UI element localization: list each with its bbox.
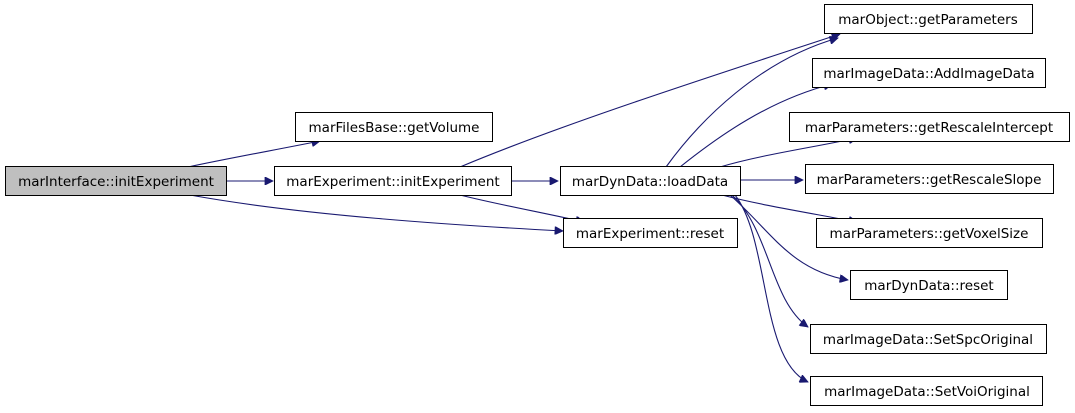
node-box (824, 4, 1033, 34)
edge-load-to-rescale-intercept (719, 138, 857, 168)
node-mar-object-get-parameters[interactable]: marObject::getParameters (824, 4, 1033, 34)
edge-load-to-voxel-size (721, 194, 857, 222)
nodes: marInterface::initExperiment marFilesBas… (5, 4, 1070, 406)
node-box (810, 324, 1047, 354)
node-box (563, 218, 738, 248)
node-mar-files-base-get-volume[interactable]: marFilesBase::getVolume (295, 112, 493, 142)
node-label: marParameters::getRescaleSlope (817, 172, 1042, 188)
node-label: marParameters::getRescaleIntercept (805, 120, 1053, 136)
node-box (274, 166, 512, 196)
node-box (812, 58, 1046, 88)
node-label: marDynData::loadData (572, 174, 728, 190)
node-label: marImageData::AddImageData (823, 66, 1034, 82)
node-mar-image-data-set-voi-original[interactable]: marImageData::SetVoiOriginal (810, 376, 1043, 406)
edge-init-to-exp-reset (459, 194, 584, 222)
node-box (560, 166, 741, 196)
node-mar-image-data-add-image-data[interactable]: marImageData::AddImageData (812, 58, 1046, 88)
node-mar-experiment-reset[interactable]: marExperiment::reset (563, 218, 738, 248)
node-mar-dyn-data-load-data[interactable]: marDynData::loadData (560, 166, 741, 196)
edge-root-to-get-volume (187, 141, 320, 168)
node-label: marImageData::SetSpcOriginal (823, 332, 1033, 348)
node-label: marParameters::getVoxelSize (830, 226, 1029, 242)
node-box (810, 376, 1043, 406)
edge-load-to-spc-original (731, 194, 808, 327)
node-label: marExperiment::reset (576, 226, 724, 242)
edges (187, 34, 857, 382)
node-label: marImageData::SetVoiOriginal (824, 384, 1030, 400)
node-mar-experiment-init-experiment[interactable]: marExperiment::initExperiment (274, 166, 512, 196)
node-label: marInterface::initExperiment (18, 174, 214, 190)
node-mar-image-data-set-spc-original[interactable]: marImageData::SetSpcOriginal (810, 324, 1047, 354)
node-label: marFilesBase::getVolume (309, 120, 480, 136)
node-label: marDynData::reset (864, 278, 993, 294)
edge-root-to-exp-reset (189, 194, 563, 231)
node-mar-parameters-get-voxel-size[interactable]: marParameters::getVoxelSize (816, 218, 1043, 248)
node-box (789, 112, 1070, 142)
node-mar-dyn-data-reset[interactable]: marDynData::reset (850, 270, 1008, 300)
node-box (5, 166, 227, 196)
edge-load-to-voi-original (734, 194, 808, 382)
edge-load-to-add-image-data (679, 84, 832, 168)
node-box (295, 112, 493, 142)
node-box (850, 270, 1008, 300)
node-box (816, 218, 1043, 248)
edge-init-to-get-parameters (459, 34, 840, 168)
edge-load-to-get-parameters (665, 38, 838, 168)
node-mar-interface-init-experiment[interactable]: marInterface::initExperiment (5, 166, 227, 196)
node-label: marExperiment::initExperiment (286, 174, 499, 190)
node-mar-parameters-get-rescale-slope[interactable]: marParameters::getRescaleSlope (805, 164, 1054, 194)
node-mar-parameters-get-rescale-intercept[interactable]: marParameters::getRescaleIntercept (789, 112, 1070, 142)
node-label: marObject::getParameters (838, 12, 1017, 28)
node-box (805, 164, 1054, 194)
